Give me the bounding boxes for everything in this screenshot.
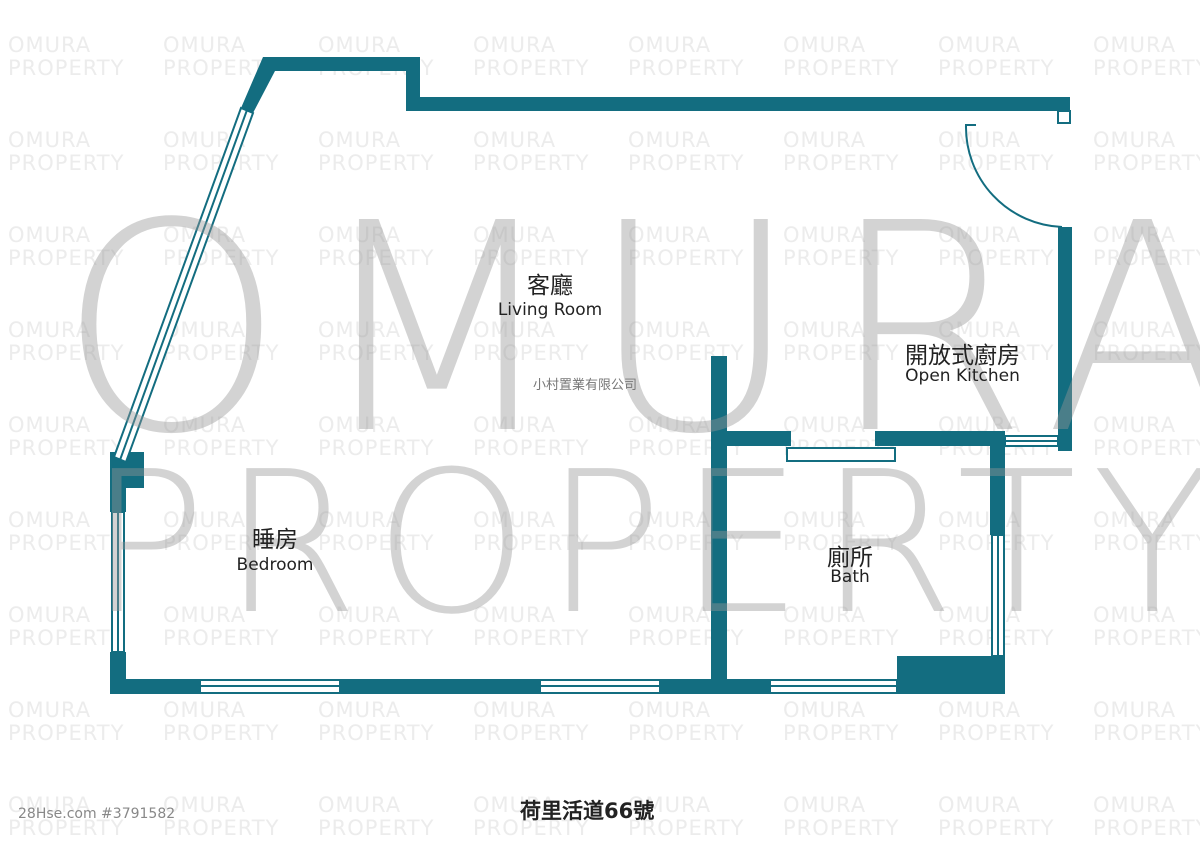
listing-id: 28Hse.com #3791582 xyxy=(18,806,176,822)
left-diagonal-window-inner xyxy=(119,109,248,461)
bedroom-label-en: Bedroom xyxy=(236,555,314,575)
top-right-window xyxy=(1057,110,1071,124)
bedroom-label-cn: 睡房 xyxy=(252,527,298,553)
bath-label-cn: 廁所 xyxy=(827,545,873,571)
kitchen-label-en: Open Kitchen xyxy=(905,366,1020,386)
bottom-wall-2 xyxy=(340,679,540,694)
address-title: 荷里活道66號 xyxy=(520,799,655,823)
door-swing-arc xyxy=(964,124,1063,228)
kitchen-right-wall xyxy=(1058,227,1072,451)
bottom-wall-1 xyxy=(110,679,200,694)
bath-top-wall-left xyxy=(711,431,791,446)
company-name: 小村置業有限公司 xyxy=(533,378,638,393)
living-room-label-cn: 客廳 xyxy=(527,273,573,299)
bath-right-wall-top xyxy=(990,431,1005,535)
partition-wall-vertical xyxy=(711,356,727,694)
right-upper-wall-stub xyxy=(1058,97,1070,109)
kitchen-label-cn: 開放式廚房 xyxy=(905,343,1020,369)
walls xyxy=(110,57,1072,694)
living-room-label-en: Living Room xyxy=(497,300,603,320)
bath-vent-window xyxy=(786,447,896,462)
entrance-door xyxy=(964,124,1063,228)
windows xyxy=(111,106,1071,694)
top-left-wall xyxy=(241,57,1070,113)
bath-top-wall-right xyxy=(875,431,1005,446)
bath-corner-block xyxy=(897,656,1005,694)
bedroom-left-wall-top xyxy=(110,452,126,512)
bath-label-en: Bath xyxy=(830,567,870,587)
